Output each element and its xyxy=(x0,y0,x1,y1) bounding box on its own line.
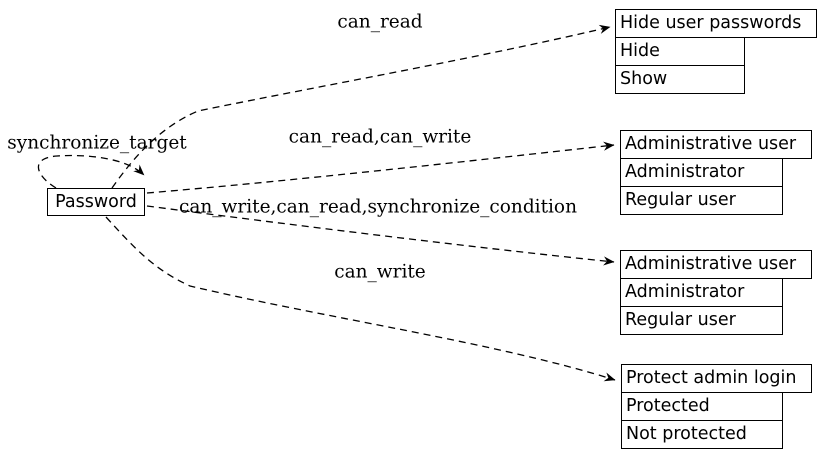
record-row: Regular user xyxy=(620,186,783,215)
edge-can-read xyxy=(111,24,611,189)
edge-label-synchronize-target: synchronize_target xyxy=(7,132,187,154)
record-row: Administrator xyxy=(620,158,783,187)
record-row: Regular user xyxy=(620,306,783,335)
record-row: Show xyxy=(615,65,745,94)
node-password: Password xyxy=(47,188,145,216)
edge-label-can-read-can-write: can_read,can_write xyxy=(288,126,472,148)
record-header: Administrative user xyxy=(620,130,812,159)
edge-label-can-write-can-read-sync: can_write,can_read,synchronize_condition xyxy=(179,196,577,218)
edge-synchronize-target xyxy=(37,154,145,189)
edge-label-can-read: can_read xyxy=(337,11,423,33)
edge-can-read-can-write xyxy=(146,141,615,194)
record-row: Administrator xyxy=(620,278,783,307)
edge-can-write xyxy=(105,216,616,382)
record-protect-admin-login: Protect admin login Protected Not protec… xyxy=(621,364,812,449)
record-header: Administrative user xyxy=(620,250,812,279)
record-row: Hide xyxy=(615,37,745,66)
record-administrative-user-2: Administrative user Administrator Regula… xyxy=(620,250,812,335)
record-hide-user-passwords: Hide user passwords Hide Show xyxy=(615,9,817,94)
record-row: Protected xyxy=(621,392,783,421)
edge-can-write-can-read-sync xyxy=(146,205,615,266)
record-header: Hide user passwords xyxy=(615,9,817,38)
record-header: Protect admin login xyxy=(621,364,812,393)
record-administrative-user-1: Administrative user Administrator Regula… xyxy=(620,130,812,215)
record-row: Not protected xyxy=(621,420,783,449)
node-password-label: Password xyxy=(55,192,137,212)
edge-label-can-write: can_write xyxy=(334,261,426,283)
